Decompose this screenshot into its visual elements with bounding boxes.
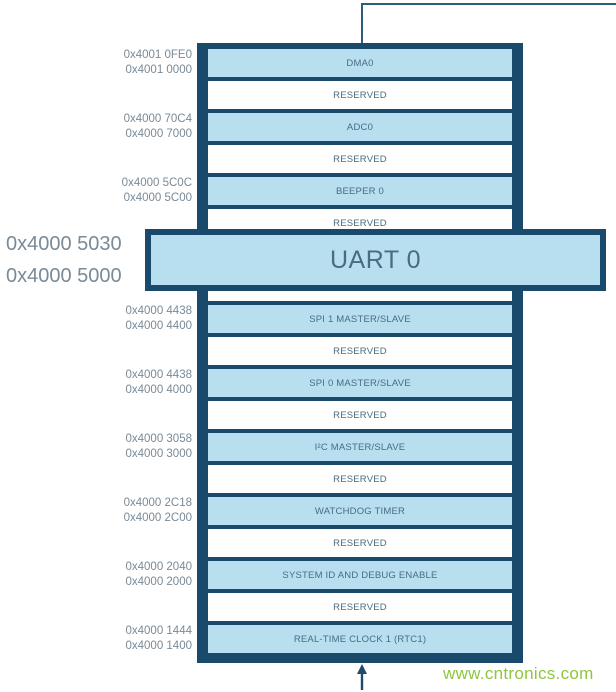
address-low: 0x4000 5C00: [123, 192, 192, 204]
memory-region-label: WATCHDOG TIMER: [314, 505, 406, 517]
address-low: 0x4001 0000: [125, 64, 192, 76]
memory-region-row[interactable]: SPI 0 MASTER/SLAVE: [208, 369, 512, 397]
memory-region-row[interactable]: I²C MASTER/SLAVE: [208, 433, 512, 461]
reserved-region-row[interactable]: RESERVED: [208, 145, 512, 173]
reserved-region-row[interactable]: RESERVED: [208, 465, 512, 493]
memory-region-label: BEEPER 0: [335, 185, 385, 197]
uart0-callout-addr-high: 0x4000 5030: [6, 233, 122, 255]
memory-region-label: I²C MASTER/SLAVE: [314, 441, 406, 453]
memory-region-row[interactable]: REAL-TIME CLOCK 1 (RTC1): [208, 625, 512, 653]
memory-region-row[interactable]: WATCHDOG TIMER: [208, 497, 512, 525]
address-pair: 0x4000 1444 0x4000 1400: [125, 624, 192, 654]
memory-region-label: RESERVED: [333, 89, 387, 101]
memory-region-label: RESERVED: [333, 537, 387, 549]
uart0-callout-addr-low: 0x4000 5000: [6, 265, 122, 287]
uart0-callout-addresses: 0x4000 5030 0x4000 5000: [6, 228, 138, 292]
reserved-region-row[interactable]: RESERVED: [208, 593, 512, 621]
address-high: 0x4000 4438: [125, 369, 192, 381]
top-connector-horizontal-line: [361, 3, 616, 5]
memory-region-label: REAL-TIME CLOCK 1 (RTC1): [293, 633, 427, 645]
address-high: 0x4000 3058: [125, 433, 192, 445]
top-connector-vertical-line: [361, 3, 363, 43]
memory-region-row[interactable]: SPI 1 MASTER/SLAVE: [208, 305, 512, 333]
address-pair: 0x4000 4438 0x4000 4000: [125, 368, 192, 398]
memory-region-row[interactable]: BEEPER 0: [208, 177, 512, 205]
address-high: 0x4000 1444: [125, 625, 192, 637]
address-high: 0x4000 2C18: [123, 497, 192, 509]
memory-region-label: DMA0: [346, 57, 374, 69]
memory-region-row[interactable]: DMA0: [208, 49, 512, 77]
reserved-region-row[interactable]: RESERVED: [208, 401, 512, 429]
memory-region-label: RESERVED: [333, 345, 387, 357]
watermark-text: www.cntronics.com: [443, 664, 594, 683]
address-pair: 0x4001 0FE0 0x4001 0000: [124, 48, 192, 78]
address-pair: 0x4000 2040 0x4000 2000: [125, 560, 192, 590]
address-low: 0x4000 7000: [125, 128, 192, 140]
memory-region-label: ADC0: [346, 121, 374, 133]
uart0-callout-block[interactable]: UART 0: [145, 229, 606, 291]
address-low: 0x4000 1400: [125, 640, 192, 652]
address-pair: 0x4000 5C0C 0x4000 5C00: [122, 176, 192, 206]
memory-region-label: SPI 1 MASTER/SLAVE: [309, 313, 411, 325]
memory-region-label: RESERVED: [333, 153, 387, 165]
address-low: 0x4000 3000: [125, 448, 192, 460]
address-low: 0x4000 4000: [125, 384, 192, 396]
memory-region-label: RESERVED: [333, 409, 387, 421]
address-pair: 0x4000 70C4 0x4000 7000: [124, 112, 192, 142]
memory-region-label: SYSTEM ID AND DEBUG ENABLE: [282, 569, 438, 581]
address-low: 0x4000 4400: [125, 320, 192, 332]
address-pair: 0x4000 2C18 0x4000 2C00: [124, 496, 192, 526]
memory-region-row[interactable]: SYSTEM ID AND DEBUG ENABLE: [208, 561, 512, 589]
address-high: 0x4001 0FE0: [123, 49, 192, 61]
address-high: 0x4000 5C0C: [121, 177, 192, 189]
memory-region-label: RESERVED: [333, 217, 387, 229]
address-high: 0x4000 70C4: [123, 113, 192, 125]
memory-region-label: RESERVED: [333, 473, 387, 485]
address-high: 0x4000 2040: [125, 561, 192, 573]
memory-region-label: SPI 0 MASTER/SLAVE: [309, 377, 411, 389]
uart0-callout-label: UART 0: [329, 245, 421, 274]
address-high: 0x4000 4438: [125, 305, 192, 317]
address-low: 0x4000 2C00: [123, 512, 192, 524]
address-pair: 0x4000 4438 0x4000 4400: [125, 304, 192, 334]
memory-region-row[interactable]: ADC0: [208, 113, 512, 141]
bottom-arrow-icon: [357, 664, 367, 690]
reserved-region-row[interactable]: RESERVED: [208, 81, 512, 109]
memory-region-label: RESERVED: [333, 601, 387, 613]
address-pair: 0x4000 3058 0x4000 3000: [125, 432, 192, 462]
reserved-region-row[interactable]: RESERVED: [208, 529, 512, 557]
reserved-region-row[interactable]: RESERVED: [208, 337, 512, 365]
address-low: 0x4000 2000: [125, 576, 192, 588]
